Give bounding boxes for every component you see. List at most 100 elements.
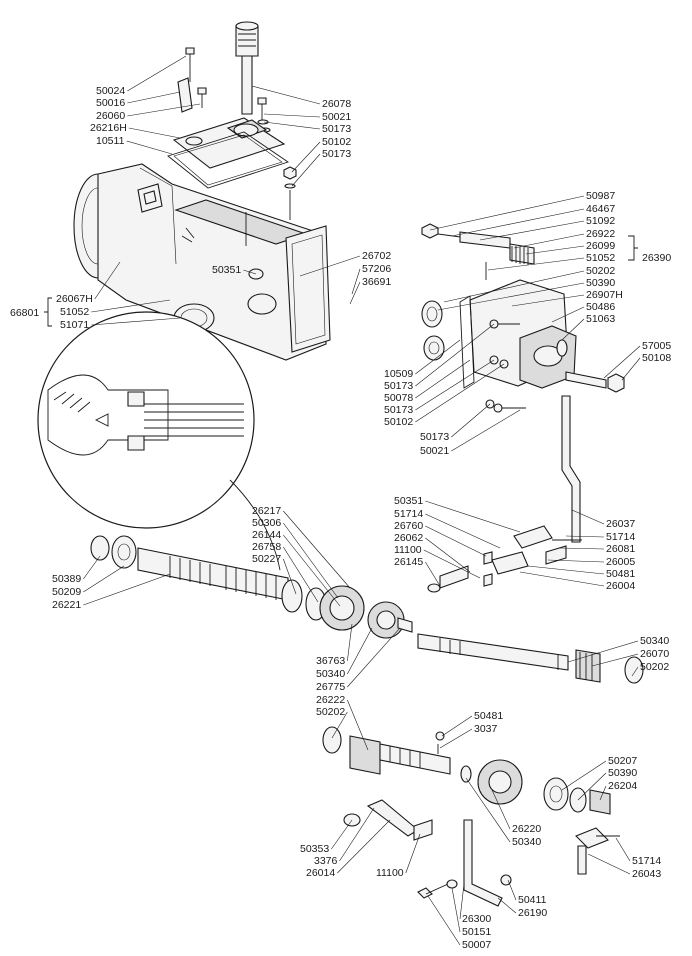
counter-shaft-assembly — [417, 633, 644, 684]
label-26037: 26037 — [606, 518, 635, 530]
leader-line — [519, 571, 605, 587]
main-shaft-assembly — [90, 535, 413, 639]
label-3037: 3037 — [474, 723, 498, 735]
label-50173: 50173 — [384, 380, 413, 392]
leader-line — [511, 294, 585, 307]
leader-line — [561, 760, 607, 791]
label-51071: 51071 — [60, 319, 89, 331]
label-50078: 50078 — [384, 392, 413, 404]
label-26099: 26099 — [586, 240, 615, 252]
label-26217: 26217 — [252, 505, 281, 517]
label-11100: 11100 — [394, 544, 422, 556]
leader-line — [127, 103, 201, 117]
leader-line — [525, 245, 585, 255]
leader-line — [465, 777, 511, 843]
label-26062: 26062 — [394, 532, 423, 544]
label-26081: 26081 — [606, 543, 635, 555]
label-50481: 50481 — [606, 568, 635, 580]
leader-line — [83, 555, 101, 580]
label-50151: 50151 — [462, 926, 491, 938]
leader-line — [251, 85, 321, 105]
leader-line — [127, 91, 181, 104]
leader-line — [347, 627, 373, 675]
leader-line — [427, 895, 461, 946]
leader-line — [337, 819, 391, 874]
gearbox-housing — [73, 163, 331, 361]
label-51714: 51714 — [632, 855, 661, 867]
leader-line — [487, 257, 585, 271]
group-bracket — [628, 235, 638, 261]
leader-line — [451, 409, 521, 452]
label-50351: 50351 — [212, 264, 241, 276]
leader-line — [415, 359, 471, 399]
leader-line — [425, 500, 521, 533]
leader-line — [441, 715, 473, 737]
part-labels: 50024 50016 26060 26216H 10511 26078 500… — [10, 85, 671, 951]
label-50340: 50340 — [640, 635, 669, 647]
leader-line — [425, 525, 487, 557]
top-cover-assembly — [167, 21, 297, 220]
leader-line — [283, 510, 351, 589]
label-50340: 50340 — [316, 668, 345, 680]
label-51052: 51052 — [60, 306, 89, 318]
label-50102: 50102 — [322, 136, 351, 148]
leader-line — [415, 339, 461, 375]
leader-line — [415, 323, 495, 387]
leader-line — [291, 141, 321, 173]
leader-line — [291, 153, 321, 187]
leader-line — [551, 306, 585, 323]
leader-line — [425, 561, 441, 587]
label-26922: 26922 — [586, 228, 615, 240]
leader-line — [425, 537, 471, 573]
label-26070: 26070 — [640, 648, 669, 660]
label-26760: 26760 — [394, 520, 423, 532]
label-50390: 50390 — [586, 277, 615, 289]
leader-line — [126, 140, 173, 155]
label-50016: 50016 — [96, 97, 125, 109]
leader-line — [83, 573, 171, 606]
label-26222: 26222 — [316, 694, 345, 706]
leader-line — [415, 363, 505, 423]
leader-line — [339, 807, 375, 862]
leader-line — [451, 887, 461, 933]
leader-line — [425, 513, 501, 549]
label-50306: 50306 — [252, 517, 281, 529]
label-26144: 26144 — [252, 529, 281, 541]
leader-line — [577, 772, 607, 801]
label-26145: 26145 — [394, 556, 423, 568]
label-50351: 50351 — [394, 495, 423, 507]
shift-housing-assembly — [421, 223, 625, 413]
leader-line — [263, 121, 321, 130]
label-51052: 51052 — [586, 252, 615, 264]
label-50202: 50202 — [640, 661, 669, 673]
label-26702: 26702 — [362, 250, 391, 262]
leader-line — [283, 522, 339, 599]
leader-line — [443, 270, 585, 303]
leader-line — [331, 711, 348, 739]
label-26907H: 26907H — [586, 289, 623, 301]
label-50411: 50411 — [518, 894, 547, 906]
leader-line — [349, 281, 361, 305]
leader-line — [547, 559, 605, 563]
leader-line — [299, 255, 361, 277]
leader-line — [497, 897, 517, 914]
label-50481: 50481 — [474, 710, 503, 722]
label-26067H: 26067H — [56, 293, 93, 305]
leader-line — [83, 565, 125, 593]
label-50227: 50227 — [252, 553, 281, 565]
label-36763: 36763 — [316, 655, 345, 667]
label-50987: 50987 — [586, 190, 615, 202]
lower-gear-shaft-assembly — [322, 726, 611, 815]
leader-line — [283, 534, 341, 607]
label-3376: 3376 — [314, 855, 338, 867]
leader-line — [331, 819, 353, 850]
leader-line — [527, 565, 605, 575]
detail-inset — [37, 311, 281, 571]
label-26060: 26060 — [96, 110, 125, 122]
lower-lever-assembly — [343, 799, 620, 907]
label-50173: 50173 — [322, 123, 351, 135]
label-26220: 26220 — [512, 823, 541, 835]
leader-line — [599, 785, 607, 801]
leader-line — [283, 546, 319, 603]
